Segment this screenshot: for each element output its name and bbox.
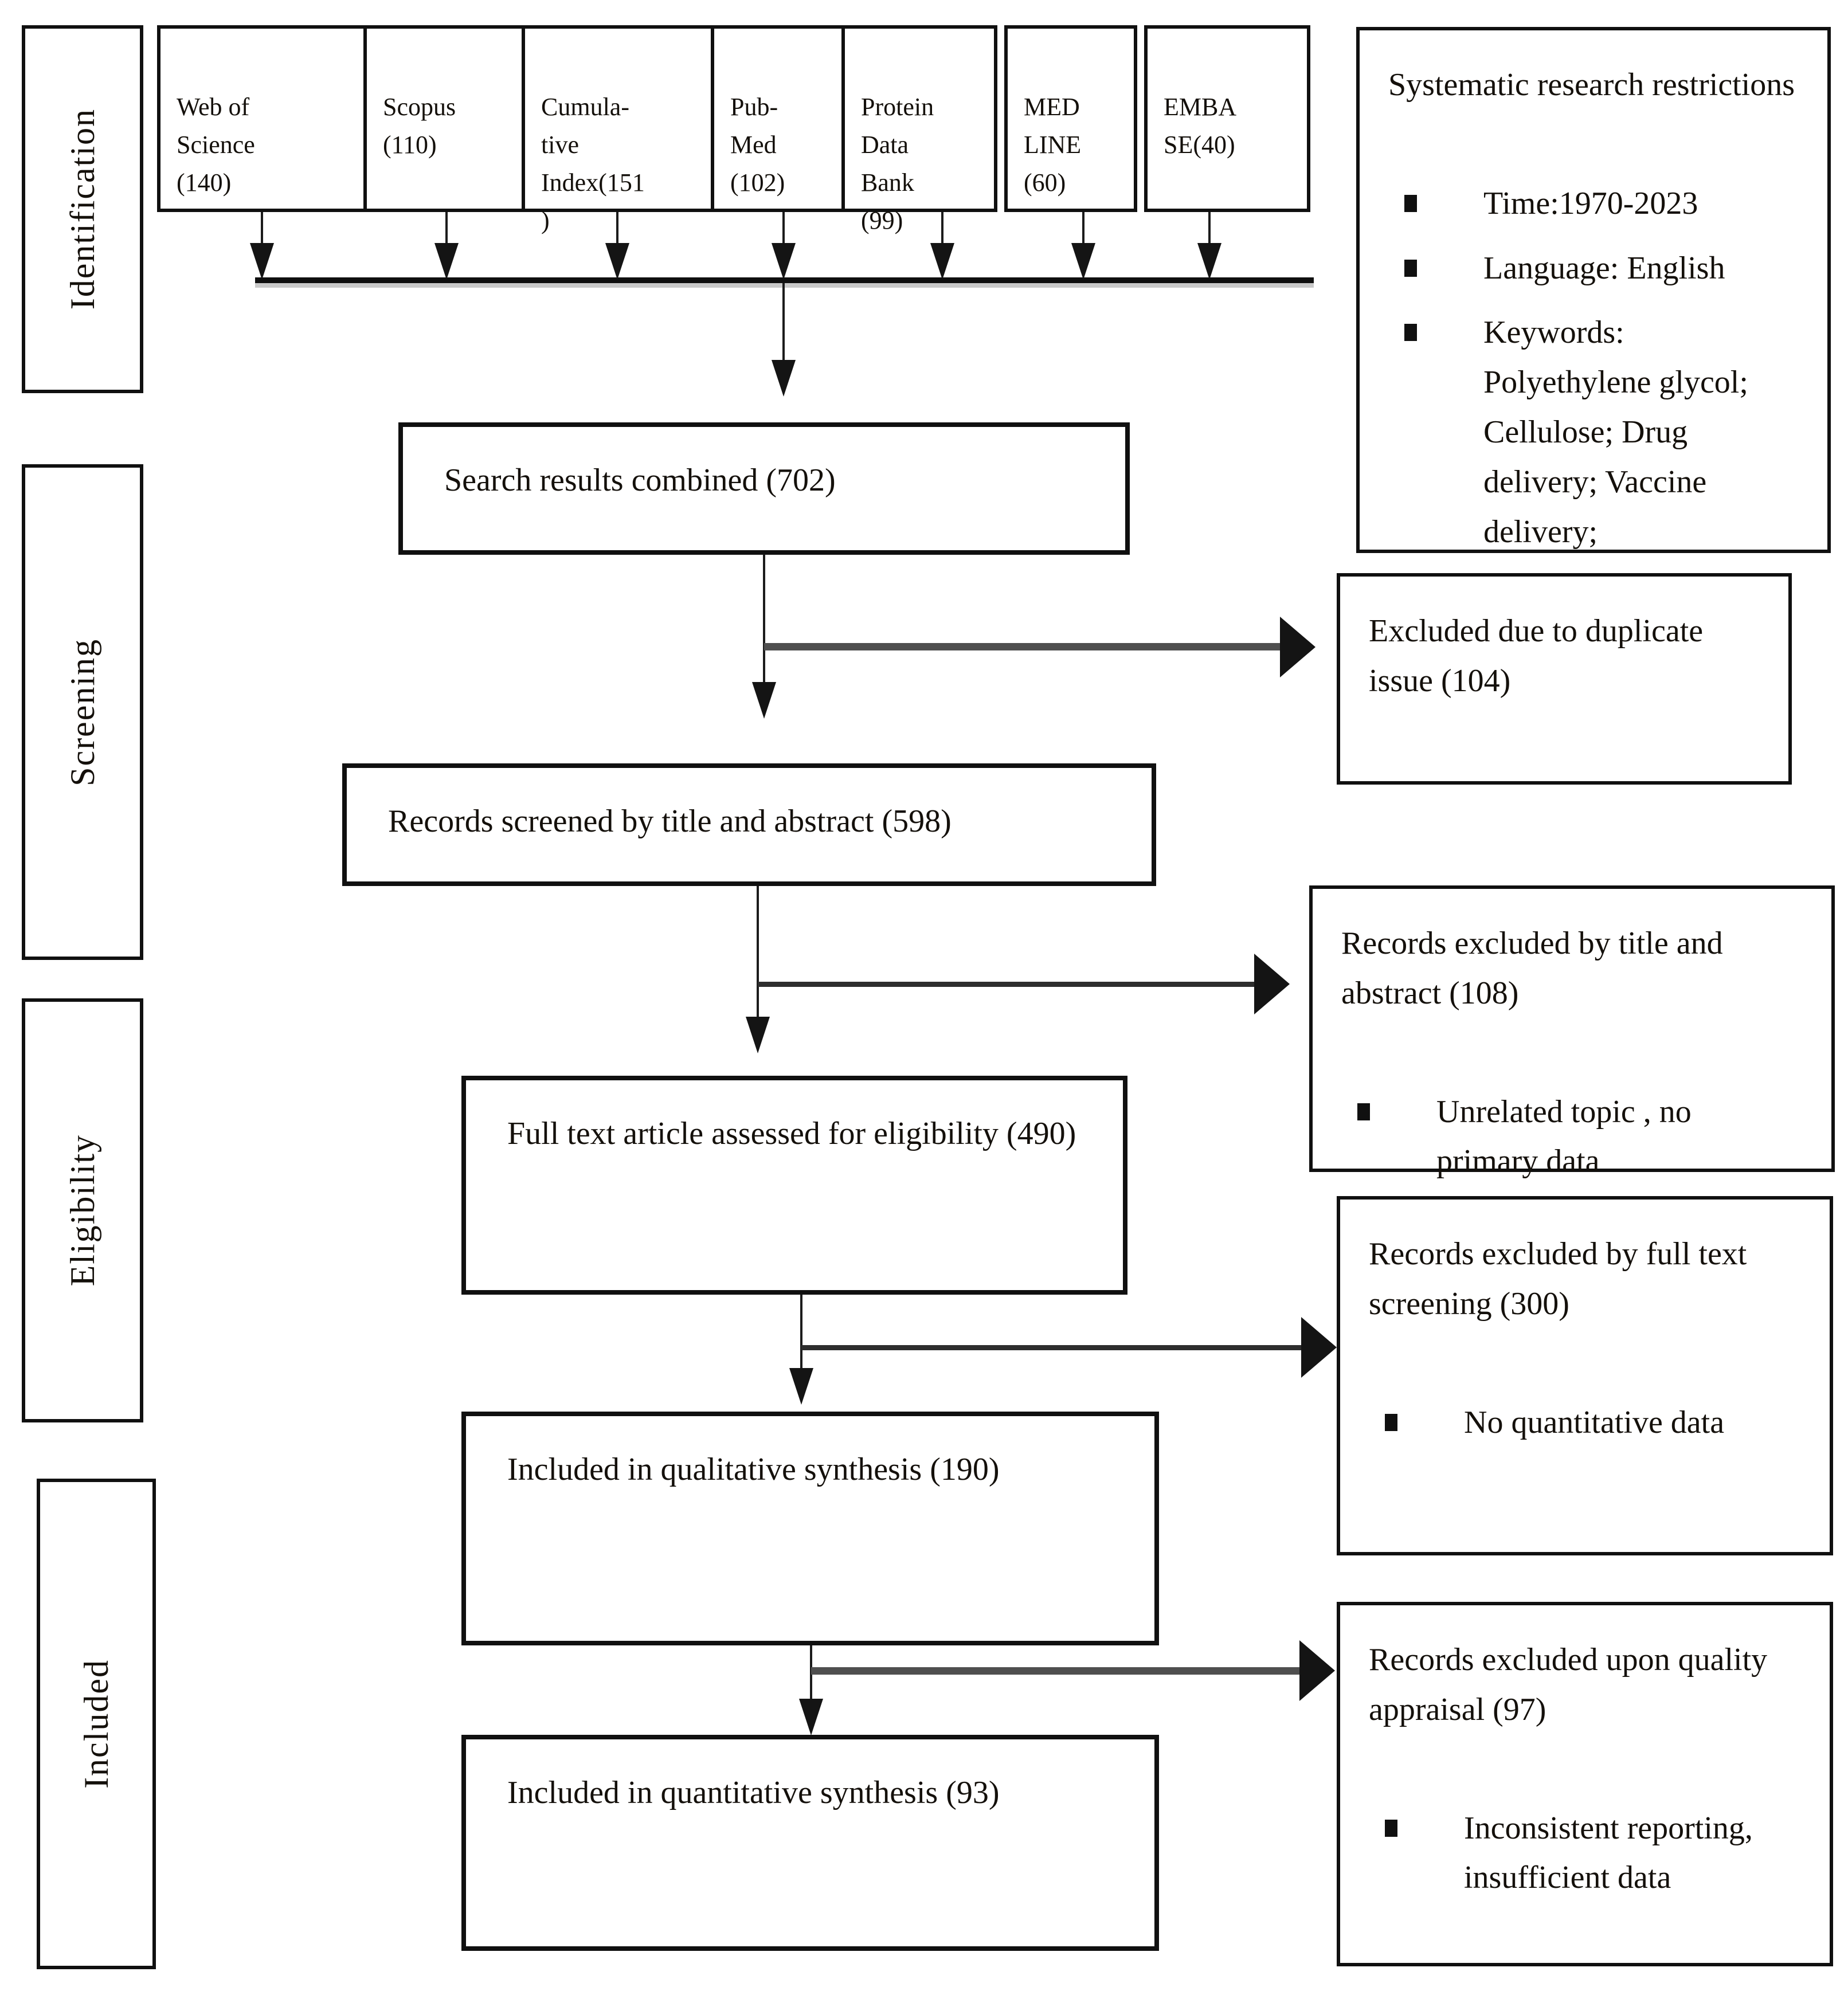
bullet-square-icon [1385, 1819, 1397, 1837]
exclusion-list: Inconsistent reporting, insufficient dat… [1369, 1804, 1804, 1903]
connector-source-2 [445, 212, 448, 244]
flow-box-search-results: Search results combined (702) [398, 422, 1130, 555]
stage-label: Screening [63, 638, 101, 786]
bullet-square-icon [1404, 324, 1417, 342]
exclusion-box-duplicates: Excluded due to duplicate issue (104) [1337, 573, 1792, 785]
arrowhead-combined [772, 360, 796, 397]
exclusion-item: No quantitative data [1369, 1398, 1804, 1448]
connector-source-6 [1082, 212, 1084, 244]
stage-box-screening: Screening [22, 464, 143, 960]
flow-box-qualitative-synthesis: Included in qualitative synthesis (190) [461, 1412, 1159, 1645]
arrowhead-quality-appraisal [1299, 1640, 1335, 1701]
arrowhead-qualitative [789, 1368, 813, 1405]
source-label: EMBA SE(40) [1164, 93, 1237, 159]
arrowhead-fulltext [746, 1017, 770, 1053]
exclusion-box-quality-appraisal: Records excluded upon quality appraisal … [1337, 1602, 1833, 1966]
source-label: Pub- Med (102) [730, 93, 785, 197]
source-box-embase: EMBA SE(40) [1144, 25, 1310, 212]
branch-to-duplicates [764, 643, 1280, 650]
exclusion-item: Unrelated topic , no primary data [1341, 1087, 1806, 1187]
restrictions-list: Time:1970-2023 Language: English Keyword… [1388, 179, 1802, 557]
arrowhead-source-1 [250, 243, 274, 280]
flow-box-full-text-assessed: Full text article assessed for eligibili… [461, 1076, 1127, 1295]
arrowhead-source-5 [930, 243, 954, 280]
restriction-item: Time:1970-2023 [1388, 179, 1802, 229]
flow-box-records-screened: Records screened by title and abstract (… [342, 763, 1156, 886]
bullet-square-icon [1404, 259, 1417, 277]
connector-source-1 [261, 212, 263, 244]
source-label: Web of Science (140) [177, 93, 255, 197]
exclusion-title: Records excluded upon quality appraisal … [1369, 1642, 1768, 1727]
bullet-square-icon [1357, 1103, 1370, 1120]
exclusion-box-full-text: Records excluded by full text screening … [1337, 1196, 1833, 1555]
flow-label: Search results combined (702) [444, 463, 836, 498]
restrictions-panel: Systematic research restrictions Time:19… [1356, 27, 1831, 553]
exclusion-title: Records excluded by title and abstract (… [1341, 926, 1723, 1011]
source-label: Cumula- tive Index(151 ) [541, 93, 645, 234]
connector-source-5 [941, 212, 943, 244]
restriction-item: Language: English [1388, 244, 1802, 293]
exclusion-title: Excluded due to duplicate issue (104) [1369, 613, 1704, 699]
exclusion-title: Records excluded by full text screening … [1369, 1236, 1747, 1322]
arrowhead-screened [752, 682, 776, 719]
arrowhead-quantitative [799, 1699, 823, 1735]
connector-collector-to-combined [782, 283, 785, 361]
arrowhead-source-3 [605, 243, 629, 280]
arrowhead-source-7 [1197, 243, 1221, 280]
connector-fulltext-to-qualitative [800, 1295, 802, 1369]
arrowhead-fulltext-exclusion [1301, 1317, 1337, 1378]
bullet-square-icon [1385, 1413, 1397, 1431]
arrowhead-source-6 [1071, 243, 1095, 280]
bullet-square-icon [1404, 194, 1417, 212]
arrowhead-title-abstract [1254, 954, 1290, 1014]
source-box-cumulative-index: Cumula- tive Index(151 ) [522, 25, 714, 234]
stage-label: Included [77, 1659, 115, 1789]
stage-label: Identification [63, 108, 101, 310]
exclusion-box-title-abstract: Records excluded by title and abstract (… [1309, 885, 1835, 1179]
exclusion-list: No quantitative data [1369, 1398, 1804, 1448]
source-label: Scopus (110) [383, 93, 456, 159]
restriction-item: Keywords: Polyethylene glycol; Cellulose… [1388, 308, 1802, 556]
connector-source-3 [616, 212, 618, 244]
flow-label: Records screened by title and abstract (… [388, 804, 952, 839]
source-box-scopus: Scopus (110) [363, 25, 525, 212]
stage-box-included: Included [37, 1479, 156, 1969]
source-label: MED LINE (60) [1024, 93, 1082, 197]
flow-label: Included in quantitative synthesis (93) [507, 1775, 1000, 1810]
collector-line [255, 277, 1314, 283]
exclusion-list: Unrelated topic , no primary data [1341, 1087, 1806, 1187]
stage-box-identification: Identification [22, 25, 143, 393]
source-box-pubmed: Pub- Med (102) [711, 25, 845, 212]
flow-box-quantitative-synthesis: Included in quantitative synthesis (93) [461, 1735, 1159, 1951]
source-box-protein-data-bank: Protein Data Bank (99) [841, 25, 997, 234]
source-box-web-of-science: Web of Science (140) [157, 25, 367, 212]
exclusion-item: Inconsistent reporting, insufficient dat… [1369, 1804, 1804, 1903]
source-box-medline: MED LINE (60) [1004, 25, 1137, 212]
connector-source-7 [1208, 212, 1211, 244]
connector-combined-to-screened [763, 554, 765, 683]
arrowhead-source-2 [434, 243, 459, 280]
flow-label: Included in qualitative synthesis (190) [507, 1452, 1000, 1487]
connector-screened-to-fulltext [757, 886, 759, 1018]
branch-to-quality-appraisal [811, 1667, 1299, 1675]
flow-label: Full text article assessed for eligibili… [507, 1116, 1076, 1151]
arrowhead-duplicates [1280, 617, 1315, 677]
source-label: Protein Data Bank (99) [861, 93, 934, 234]
stage-box-eligibility: Eligibility [22, 998, 143, 1422]
restrictions-title: Systematic research restrictions [1388, 67, 1795, 103]
branch-to-title-abstract [758, 982, 1254, 987]
arrowhead-source-4 [772, 243, 796, 280]
connector-source-4 [782, 212, 785, 244]
branch-to-fulltext-exclusion [801, 1345, 1301, 1350]
stage-label: Eligibility [63, 1134, 101, 1287]
